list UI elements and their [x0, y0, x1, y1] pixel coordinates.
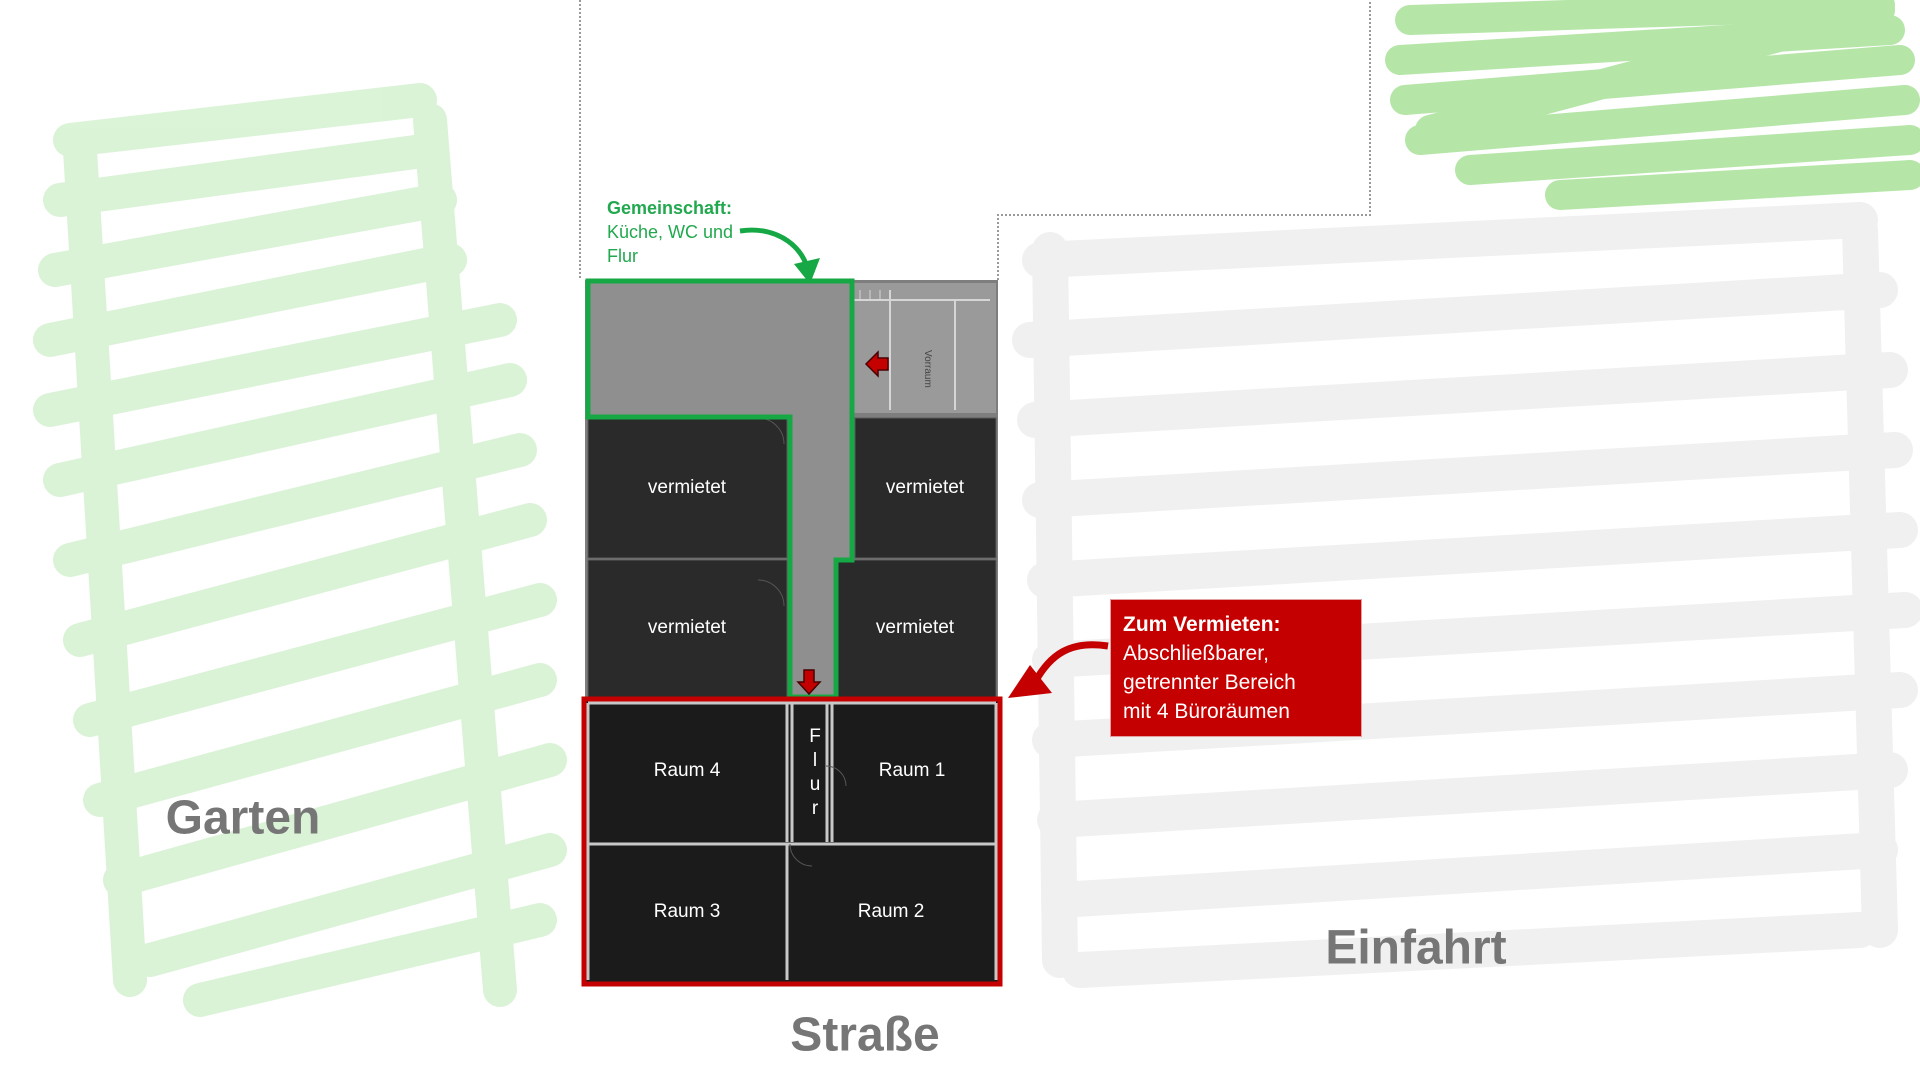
flur-letter: r	[811, 798, 819, 819]
garden-scribble	[33, 83, 567, 1017]
area-label-driveway: Einfahrt	[1325, 921, 1507, 975]
rental-area-outline	[581, 696, 1003, 987]
rented-room-nw	[587, 417, 788, 559]
room-label-raum4: Raum 4	[653, 760, 721, 781]
common-area-note-title: Gemeinschaft:	[607, 198, 733, 218]
common-area-note: Gemeinschaft: Küche, WC und Flur	[607, 196, 733, 268]
entrance-arrow-icon	[864, 350, 889, 378]
common-area-note-line1: Küche, WC und	[607, 222, 734, 242]
rental-area-arrow-icon	[1008, 641, 1109, 698]
rental-note-title: Zum Vermieten:	[1123, 613, 1281, 636]
area-label-garden: Garten	[165, 791, 321, 845]
room-label-rented-w: vermietet	[647, 617, 727, 638]
room-label-raum2: Raum 2	[857, 901, 925, 922]
rental-note-line1: Abschließbarer,	[1123, 642, 1269, 665]
room-label-raum3: Raum 3	[653, 901, 721, 922]
flur-letter: u	[809, 774, 821, 795]
room-label-flur: F l u r	[806, 725, 824, 821]
rented-room-ne	[854, 417, 997, 559]
rented-room-w	[587, 559, 788, 698]
room-label-rented-e: vermietet	[875, 617, 955, 638]
rental-note-line2: getrennter Bereich	[1123, 671, 1296, 694]
property-boundary	[579, 0, 1371, 280]
rental-note-box: Zum Vermieten: Abschließbarer, getrennte…	[1111, 600, 1361, 736]
driveway-scribble	[1012, 202, 1920, 988]
common-corridor	[588, 283, 850, 695]
garden-scribble-strong	[1385, 0, 1920, 210]
rented-room-e	[837, 559, 997, 698]
room-label-rented-nw: vermietet	[647, 477, 727, 498]
common-area-note-line2: Flur	[607, 246, 638, 266]
flur-letter: F	[809, 726, 821, 747]
room-label-raum1: Raum 1	[878, 760, 946, 781]
corridor-down-arrow-icon	[796, 669, 822, 696]
rental-room-dividers	[586, 701, 998, 980]
room-label-rented-ne: vermietet	[885, 477, 965, 498]
area-label-street: Straße	[790, 1008, 940, 1062]
flur-letter: l	[812, 750, 818, 771]
vorraum-plan-label: Vorraum	[922, 350, 933, 388]
common-area-arrow-icon	[739, 227, 820, 284]
rental-note-line3: mit 4 Büroräumen	[1123, 700, 1290, 723]
